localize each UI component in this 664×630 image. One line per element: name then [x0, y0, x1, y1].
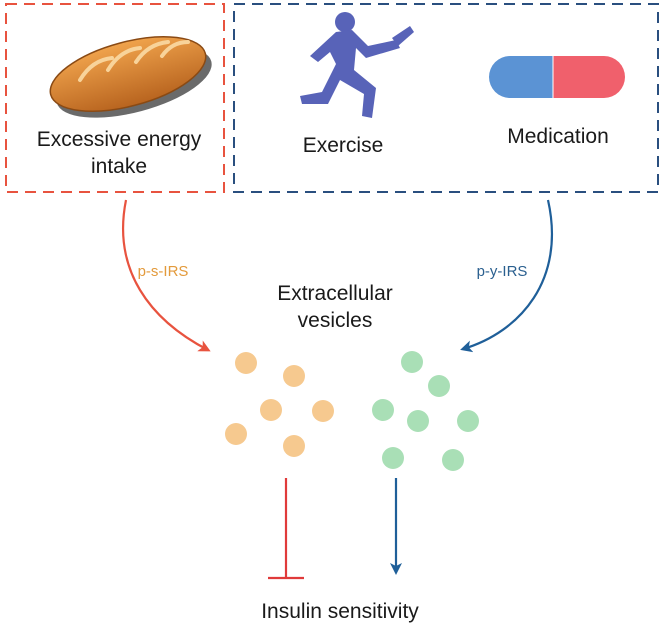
orange-vesicle: [283, 365, 305, 387]
energy-intake-box: [5, 3, 225, 193]
green-vesicle: [457, 410, 479, 432]
energy-intake-label-line2: intake: [91, 155, 147, 178]
orange-vesicle: [312, 400, 334, 422]
p-y-irs-label: p-y-IRS: [477, 263, 528, 280]
green-vesicle-cluster: [372, 351, 479, 471]
orange-vesicle-cluster: [225, 352, 334, 457]
green-vesicle: [401, 351, 423, 373]
energy-intake-arrow: [121, 199, 211, 352]
running-person-icon: [300, 12, 414, 118]
capsule-icon: [489, 56, 625, 98]
medication-label: Medication: [507, 125, 609, 148]
orange-vesicle: [235, 352, 257, 374]
green-vesicle: [428, 375, 450, 397]
extracellular-vesicles-label-line1: Extracellular: [277, 282, 393, 305]
p-s-irs-label: p-s-IRS: [138, 263, 189, 280]
green-vesicle: [382, 447, 404, 469]
orange-vesicle: [283, 435, 305, 457]
extracellular-vesicles-label-line2: vesicles: [298, 309, 373, 332]
green-vesicle: [372, 399, 394, 421]
intervention-arrow: [460, 199, 554, 353]
orange-vesicle: [225, 423, 247, 445]
green-vesicle: [407, 410, 429, 432]
energy-intake-label-line1: Excessive energy: [37, 128, 202, 151]
exercise-label: Exercise: [303, 134, 384, 157]
insulin-sensitivity-label: Insulin sensitivity: [261, 600, 419, 623]
inhibition-marker: [268, 478, 304, 580]
orange-vesicle: [260, 399, 282, 421]
green-vesicle: [442, 449, 464, 471]
bread-icon: [49, 36, 212, 118]
